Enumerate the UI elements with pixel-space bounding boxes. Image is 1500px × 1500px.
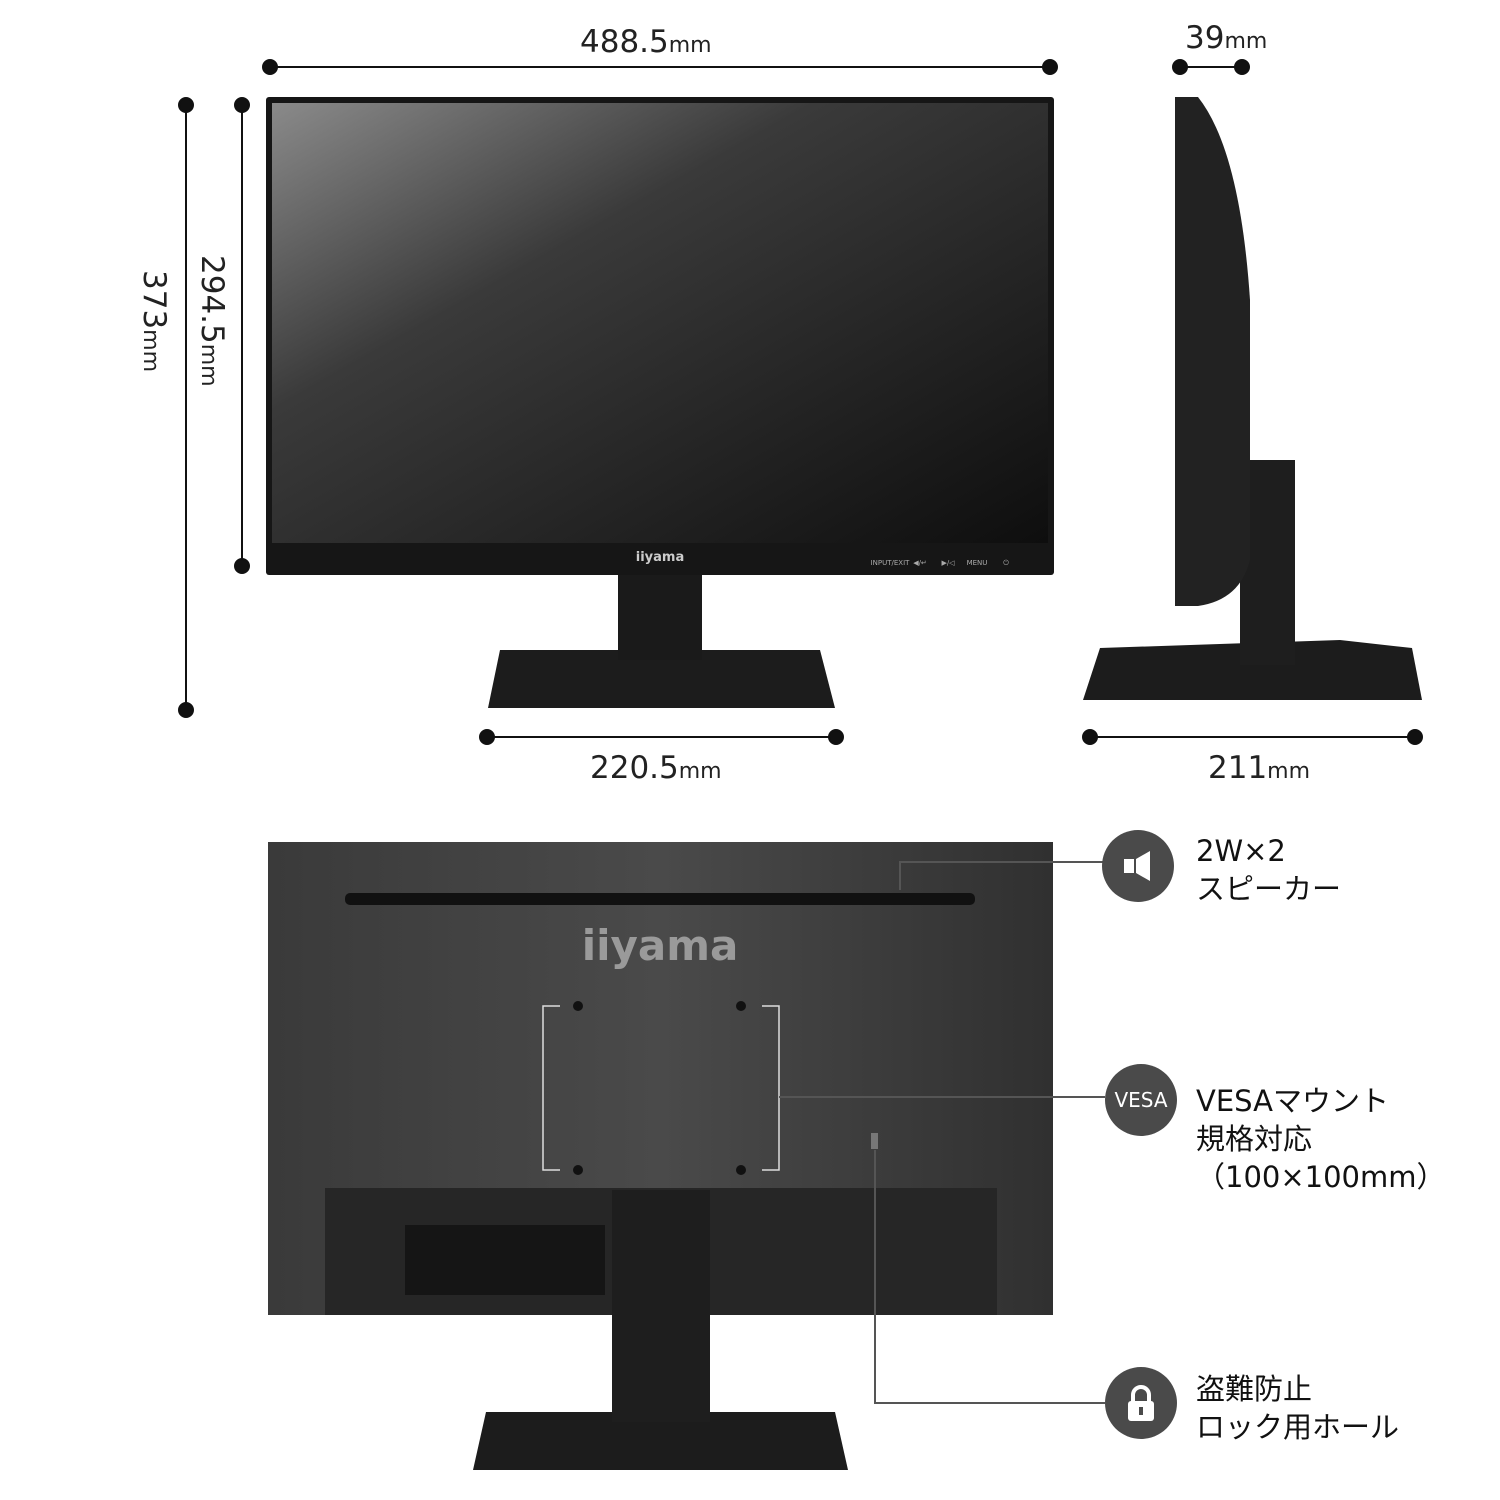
speaker-icon [1102,830,1174,902]
lock-hole [871,1133,878,1149]
button-menu: MENU [967,559,988,567]
vesa-brackets [542,1005,780,1171]
button-right: ▶/◁ [941,559,955,567]
back-logo: iiyama [582,921,739,970]
front-logo: iiyama [636,550,684,565]
button-input: INPUT/EXIT [871,559,911,567]
dimension-lines [178,59,1423,745]
lock-icon [1105,1367,1177,1439]
button-power: ⏻ [1003,559,1009,567]
vesa-callout: VESAマウント規格対応（100×100mm） [1196,1084,1446,1194]
dim-width: 488.5mm [580,24,712,60]
side-view [1083,97,1422,700]
callout-lines [779,861,1105,1404]
vesa-badge: VESA [1105,1064,1177,1136]
front-view: iiyama INPUT/EXIT ◀/↵ ▶/◁ MENU ⏻ [266,97,1054,708]
dim-base-depth: 211mm [1208,750,1311,786]
speaker-grille [345,893,975,905]
button-left: ◀/↵ [913,559,927,567]
dim-base-width: 220.5mm [590,750,722,786]
dim-height-total: 373mm [136,270,172,373]
back-view: iiyama [268,842,1053,1470]
dim-depth: 39mm [1185,20,1268,56]
dim-height-panel: 294.5mm [194,255,230,387]
lock-callout: 盗難防止ロック用ホール [1196,1372,1400,1444]
bezel-buttons: INPUT/EXIT ◀/↵ ▶/◁ MENU ⏻ [871,559,1010,567]
